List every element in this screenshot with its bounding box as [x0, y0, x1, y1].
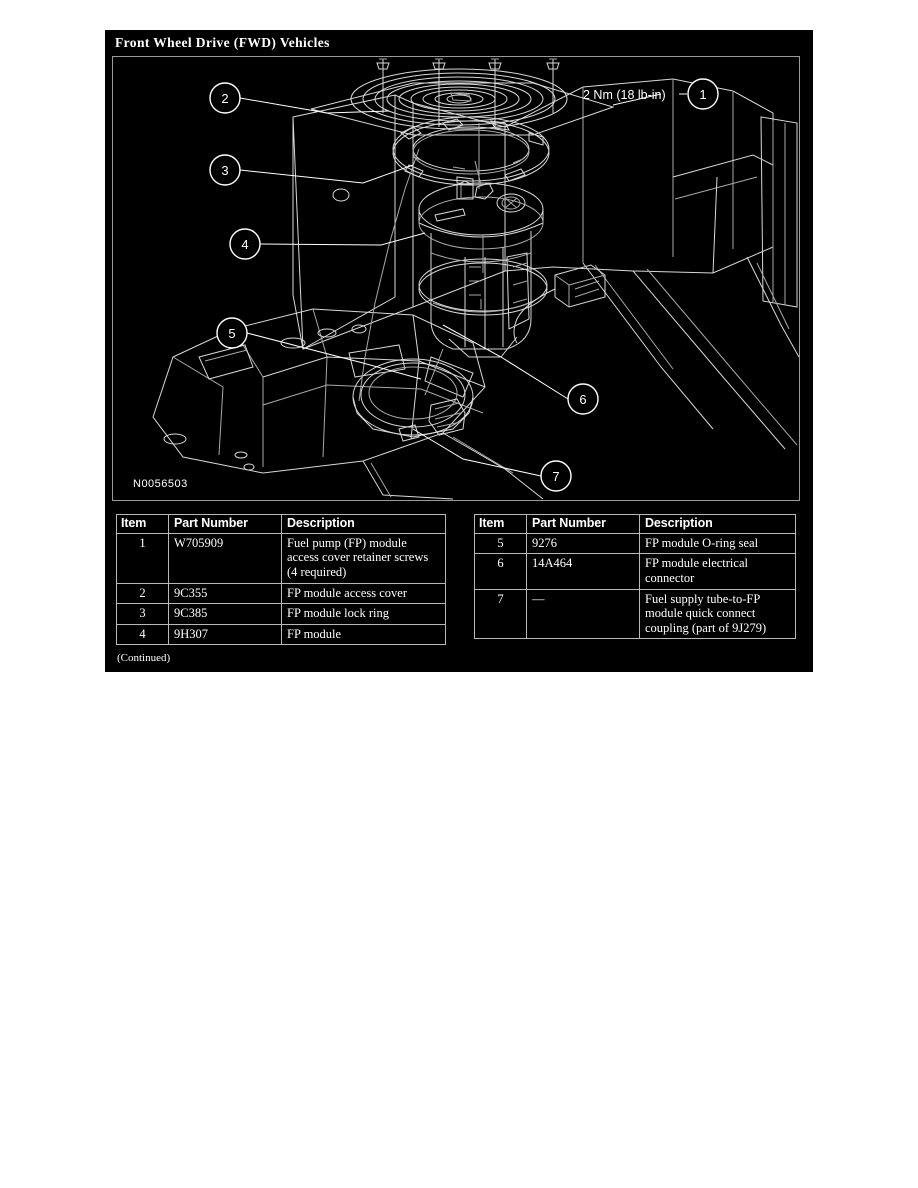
cell-part-number: 9276 [526, 532, 640, 555]
retainer-screw [376, 58, 390, 113]
cell-part-number: 9C385 [168, 603, 282, 625]
cell-description: FP module electrical connector [639, 553, 796, 590]
cell-description: FP module O-ring seal [639, 532, 796, 555]
fp-module [418, 180, 544, 358]
figure-frame: 2 Nm (18 lb-in) 2 3 4 5 6 7 1 N0056503 [112, 56, 800, 501]
floorpan-line-art [292, 78, 799, 450]
cell-item: 5 [474, 532, 527, 555]
svg-text:3: 3 [221, 163, 228, 178]
cell-description: FP module access cover [281, 582, 446, 605]
cell-item: 6 [474, 553, 527, 590]
table-row: 5 9276 FP module O-ring seal [474, 532, 796, 555]
table-row: 1 W705909 Fuel pump (FP) module access c… [116, 532, 446, 584]
callout-leader-lines [239, 93, 662, 477]
column-header-part-number: Part Number [526, 514, 640, 534]
table-row: 6 14A464 FP module electrical connector [474, 553, 796, 590]
table-row: 4 9H307 FP module [116, 623, 446, 646]
callout-6: 6 [567, 383, 599, 415]
svg-text:5: 5 [228, 326, 235, 341]
cell-description: Fuel pump (FP) module access cover retai… [281, 532, 446, 584]
table-header-row: Item Part Number Description [116, 514, 446, 534]
fp-electrical-connector [513, 264, 606, 344]
svg-text:7: 7 [552, 469, 559, 484]
cell-description: FP module [281, 623, 446, 646]
retainer-screws [376, 58, 560, 127]
table-header-row: Item Part Number Description [474, 514, 796, 534]
cell-item: 4 [116, 623, 169, 646]
callout-7: 7 [540, 460, 572, 492]
cell-part-number: 9C355 [168, 582, 282, 605]
cell-part-number: — [526, 588, 640, 640]
column-header-item: Item [116, 514, 169, 534]
callout-markers: 2 3 4 5 6 7 1 [209, 78, 719, 492]
callout-2: 2 [209, 82, 241, 114]
cell-item: 7 [474, 588, 527, 640]
retainer-screw [488, 58, 502, 127]
tank-opening-lower [352, 358, 474, 442]
assembly-axis-lines [358, 123, 484, 402]
callout-1: 1 [687, 78, 719, 110]
column-header-part-number: Part Number [168, 514, 282, 534]
continued-note: (Continued) [117, 652, 171, 664]
callout-4: 4 [229, 228, 261, 260]
svg-text:1: 1 [699, 87, 706, 102]
illustration-panel: Front Wheel Drive (FWD) Vehicles [105, 30, 813, 672]
cell-part-number: W705909 [168, 532, 282, 584]
svg-text:6: 6 [579, 392, 586, 407]
page-title: Front Wheel Drive (FWD) Vehicles [115, 35, 330, 50]
exploded-view-diagram: 2 Nm (18 lb-in) 2 3 4 5 6 7 1 [152, 58, 799, 500]
cell-item: 1 [116, 532, 169, 584]
cell-part-number: 9H307 [168, 623, 282, 646]
parts-table-right: Item Part Number Description 5 9276 FP m… [474, 514, 796, 640]
retainer-screw [432, 58, 446, 127]
svg-text:4: 4 [241, 237, 248, 252]
cell-item: 3 [116, 603, 169, 625]
column-header-item: Item [474, 514, 527, 534]
retainer-screw [546, 58, 560, 113]
torque-spec-label: 2 Nm (18 lb-in) [583, 88, 666, 102]
table-row: 7 — Fuel supply tube-to-FP module quick … [474, 588, 796, 640]
cell-item: 2 [116, 582, 169, 605]
parts-table-left: Item Part Number Description 1 W705909 F… [116, 514, 446, 646]
cell-part-number: 14A464 [526, 553, 640, 590]
cell-description: FP module lock ring [281, 603, 446, 625]
cell-description: Fuel supply tube-to-FP module quick conn… [639, 588, 796, 640]
table-row: 3 9C385 FP module lock ring [116, 603, 446, 625]
fp-module-lock-ring [392, 116, 550, 186]
callout-3: 3 [209, 154, 241, 186]
column-header-description: Description [639, 514, 796, 534]
figure-id-label: N0056503 [133, 478, 188, 490]
svg-text:2: 2 [221, 91, 228, 106]
table-row: 2 9C355 FP module access cover [116, 582, 446, 605]
callout-5: 5 [216, 317, 248, 349]
chassis-line-art [152, 308, 544, 500]
fp-module-access-cover [310, 68, 615, 136]
column-header-description: Description [281, 514, 446, 534]
